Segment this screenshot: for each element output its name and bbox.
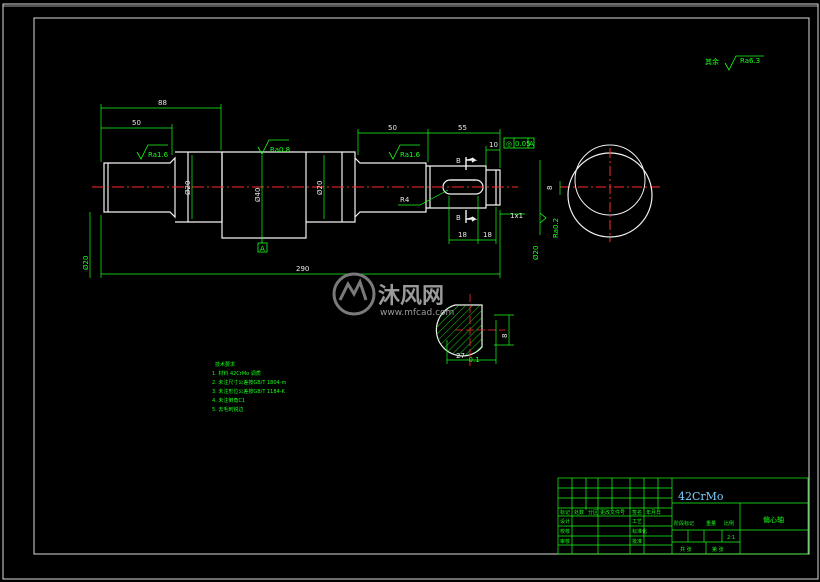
hdr-2: 处数 — [574, 509, 584, 516]
stage-3: 比例 — [724, 520, 734, 527]
section-markers — [465, 157, 478, 223]
dim-1x1: 1x1 — [510, 212, 523, 220]
note-2: 2. 未注尺寸公差按GB/T 1804-m — [212, 379, 287, 386]
section-view — [435, 294, 505, 366]
note-3: 3. 未注形位公差按GB/T 1184-K — [212, 388, 286, 395]
datum-a: A — [260, 245, 265, 253]
hdr-6: 年月日 — [646, 509, 661, 516]
dim-dia40: Ø40 — [254, 188, 262, 202]
dim-dia-left: Ø20 — [82, 256, 90, 270]
dim-290: 290 — [296, 265, 309, 273]
note-1: 1. 材料 42CrMo 调质 — [212, 370, 261, 377]
section-b-bottom: B — [456, 214, 461, 222]
sheet-1: 共 张 — [680, 546, 692, 553]
stage-2: 重量 — [706, 520, 716, 527]
notes-title: 技术要求 — [215, 361, 235, 368]
material: 42CrMo — [678, 490, 724, 503]
inner-border — [33, 17, 810, 555]
tolerance-value: 0.05 — [515, 140, 531, 148]
dim-dia20-b: Ø20 — [316, 181, 324, 195]
hdr-3: 分区 — [588, 509, 598, 516]
rest-label: 其余 — [705, 57, 719, 66]
role-3: 审核 — [560, 538, 570, 545]
role-6: 批准 — [632, 538, 642, 545]
scale: 2:1 — [727, 535, 735, 541]
role-2: 校核 — [560, 528, 570, 535]
stage-1: 阶段标记 — [674, 520, 694, 527]
dim-dia-right: Ø20 — [532, 246, 540, 260]
tolerance-symbol: ◎ — [506, 140, 512, 148]
role-4: 工艺 — [632, 519, 642, 525]
title-block — [557, 477, 809, 555]
dim-8: 8 — [546, 186, 554, 190]
role-5: 标准化 — [632, 528, 647, 535]
dim-18-a: 18 — [458, 231, 467, 239]
sheet-2: 第 张 — [712, 546, 724, 553]
note-4: 4. 未注倒角C1 — [212, 397, 245, 404]
role-1: 设计 — [560, 518, 570, 525]
watermark-logo — [332, 272, 376, 316]
part-name: 偏心轴 — [763, 515, 784, 524]
roughness-symbols — [136, 55, 764, 224]
section-dim-27: 27 — [456, 352, 465, 360]
datum-box — [257, 242, 268, 253]
dim-r4: R4 — [400, 196, 410, 204]
dimension-lines — [89, 104, 561, 364]
section-dim-8: 8 — [501, 334, 509, 338]
dim-18-b: 18 — [483, 231, 492, 239]
end-view — [567, 144, 653, 242]
roughness-3: Ra1.6 — [400, 151, 421, 159]
dim-50-right: 50 — [388, 124, 397, 132]
section-dim-tol: -0.1 — [466, 356, 480, 364]
rest-roughness: Ra6.3 — [740, 57, 760, 65]
note-5: 5. 去毛刺锐边 — [212, 406, 243, 413]
dim-88: 88 — [158, 99, 167, 107]
hdr-4: 更改文件号 — [600, 509, 625, 516]
dim-dia20-a: Ø20 — [184, 181, 192, 195]
dim-55: 55 — [458, 124, 467, 132]
hdr-5: 签名 — [632, 509, 642, 516]
dim-10: 10 — [489, 141, 498, 149]
hdr-1: 标记 — [560, 509, 570, 516]
dim-50-left: 50 — [132, 119, 141, 127]
watermark-cn: 沐风网 — [378, 284, 444, 309]
watermark-url: www.mfcad.com — [380, 308, 454, 318]
roughness-2: Ra0.8 — [270, 146, 290, 154]
outer-border — [2, 3, 819, 580]
roughness-1: Ra1.6 — [148, 151, 169, 159]
tolerance-datum: A — [529, 140, 534, 148]
section-b-top: B — [456, 157, 461, 165]
tolerance-frame — [503, 137, 535, 149]
roughness-4: Ra0.2 — [552, 218, 560, 238]
